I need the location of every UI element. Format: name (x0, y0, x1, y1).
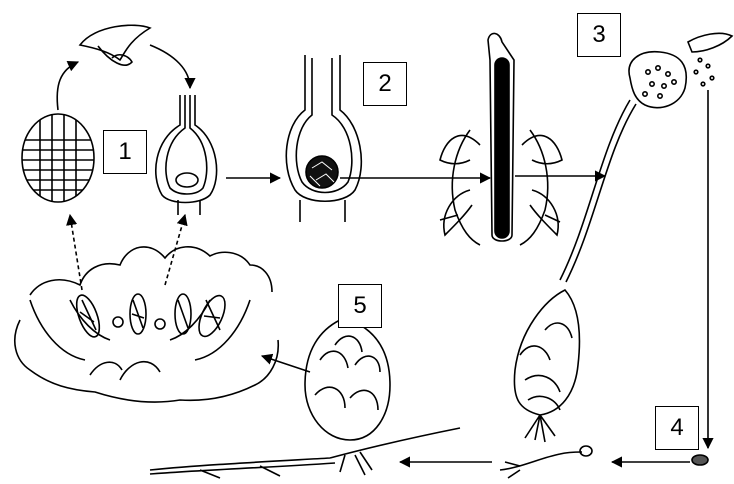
developing-sporophyte-drawing (440, 33, 562, 245)
fertilized-archegonium-drawing (286, 55, 361, 222)
label-3: 3 (577, 13, 621, 57)
gametophyte-drawing (150, 320, 460, 478)
arrow-antheridium-to-sperm (57, 62, 78, 110)
reproductive-cluster-drawing (15, 247, 278, 402)
arrow-gametophyte-to-cluster (262, 356, 310, 372)
dashed-arrow-to-antheridium (70, 215, 82, 290)
sperm-drawing (80, 25, 150, 65)
capsule-drawing (560, 33, 732, 282)
sporophyte-on-gametophyte-drawing (514, 290, 579, 442)
label-1: 1 (103, 130, 147, 174)
label-2: 2 (363, 62, 407, 106)
label-4: 4 (655, 406, 699, 450)
dashed-arrow-to-archegonium (165, 215, 185, 285)
archegonium-drawing (156, 95, 217, 215)
antheridium-drawing (22, 114, 94, 202)
label-5: 5 (338, 284, 382, 328)
arrow-sperm-to-archegonium (150, 45, 190, 88)
protonema-drawing (400, 446, 708, 478)
